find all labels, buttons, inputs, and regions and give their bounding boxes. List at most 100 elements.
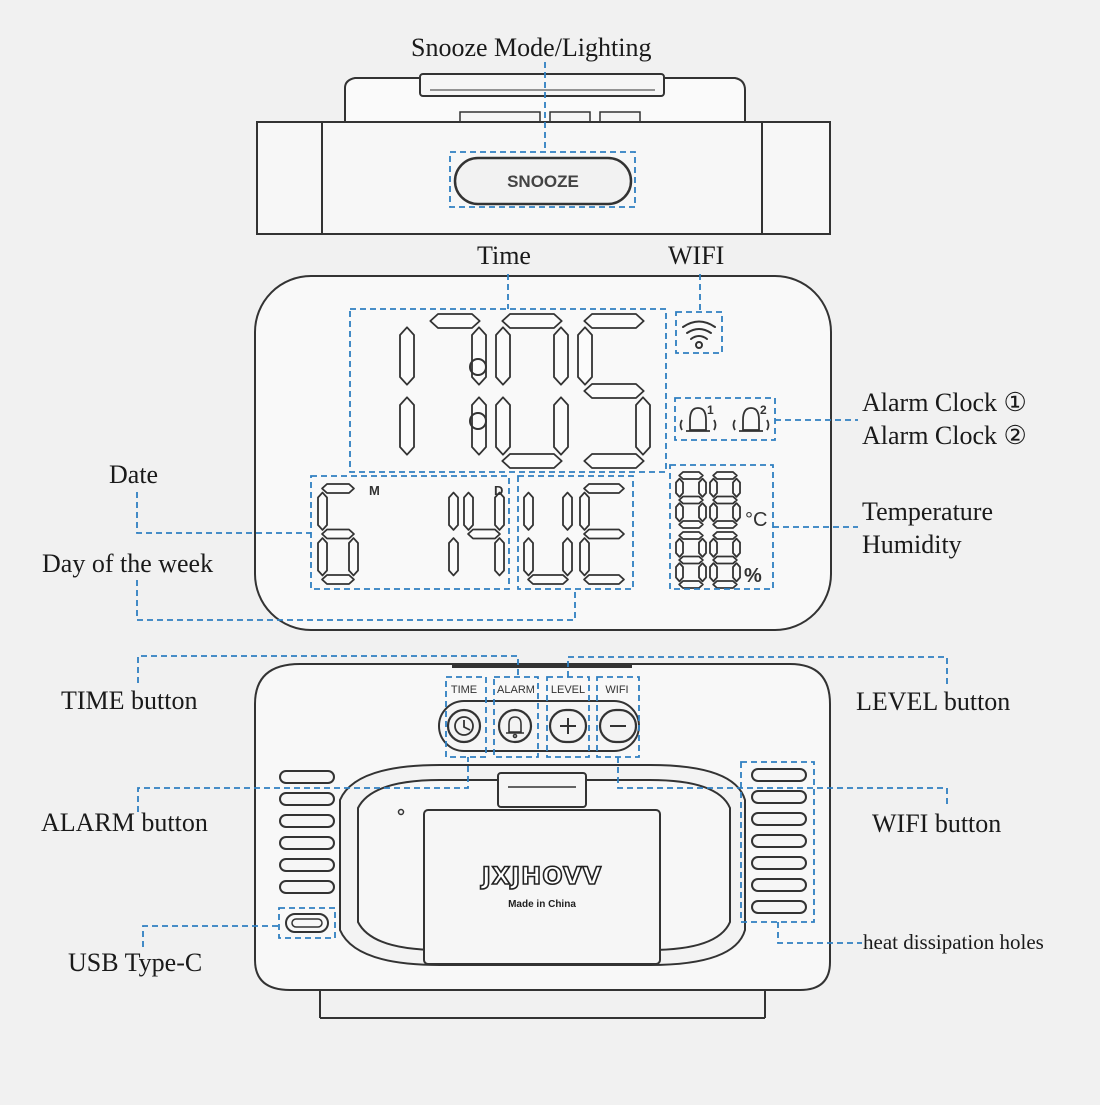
- date-day-digit-0-seg-b: [448, 491, 459, 531]
- time-digit-minute-1-seg-g: [583, 383, 645, 399]
- vent-right-1: [751, 790, 807, 804]
- humidity-digit-1: [709, 531, 741, 589]
- display-body: [254, 275, 832, 631]
- alarm-1-icon: [679, 407, 717, 432]
- vent-right-3: [751, 834, 807, 848]
- vent-right-4: [751, 856, 807, 870]
- callout-wifi-button: WIFI button: [872, 809, 1002, 838]
- top-view: [256, 73, 831, 235]
- time-digit-minute-0-seg-d: [501, 453, 563, 469]
- snooze-label: SNOOZE: [507, 172, 579, 191]
- colon-dot-upper: [469, 358, 487, 376]
- button-label-alarm: ALARM: [497, 684, 535, 696]
- vent-left-5: [279, 880, 335, 894]
- callout-heat-holes: heat dissipation holes: [863, 930, 1044, 954]
- humidity-digit-1-seg-g: [712, 555, 738, 565]
- temperature-digit-1-seg-g: [712, 495, 738, 505]
- wifi-icon: [682, 320, 716, 349]
- button-label-wifi: WIFI: [605, 684, 628, 696]
- temperature-digit-1-seg-e: [709, 502, 718, 523]
- callout-usb-type-c: USB Type-C: [68, 948, 203, 977]
- button-label-level: LEVEL: [551, 684, 585, 696]
- wifi-button[interactable]: [598, 708, 638, 744]
- weekday-char-1-seg-e: [579, 537, 590, 577]
- humidity-unit: %: [744, 565, 762, 587]
- temperature-digit-1-seg-d: [712, 520, 738, 529]
- heat-dissipation-holes: [279, 768, 807, 914]
- weekday-char-0: [523, 491, 573, 585]
- callout-alarm-clock-2: Alarm Clock ②: [862, 421, 1027, 450]
- time-digit-minute-0-seg-a: [501, 313, 563, 329]
- humidity-digit-0-seg-g: [678, 555, 704, 565]
- clock-icon: [454, 716, 474, 736]
- brand-logo: JXJHOVV: [480, 862, 602, 890]
- weekday-char-1-seg-f: [579, 491, 590, 531]
- callout-temperature: Temperature: [862, 497, 993, 526]
- temperature-digit-0-seg-f: [675, 477, 684, 498]
- snooze-button[interactable]: [453, 156, 633, 206]
- humidity-digit-0-seg-b: [698, 537, 707, 558]
- bell-icon: [506, 716, 524, 739]
- vent-left-0: [279, 770, 335, 784]
- time-digit-hour-1: [429, 313, 487, 456]
- vent-right-5: [751, 878, 807, 892]
- time-digit-minute-1-seg-f: [577, 326, 593, 386]
- date-month-digit-0-seg-a: [321, 483, 355, 494]
- usb-c-port[interactable]: [285, 913, 329, 933]
- temperature-digit-1-seg-b: [732, 477, 741, 498]
- temperature-digit-0-seg-e: [675, 502, 684, 523]
- date-day-digit-0-seg-c: [448, 537, 459, 577]
- weekday-char-0-seg-b: [562, 491, 573, 531]
- humidity-digit-1-seg-c: [732, 562, 741, 583]
- callout-date: Date: [109, 460, 159, 489]
- time-button[interactable]: [446, 708, 482, 744]
- level-button[interactable]: [548, 708, 588, 744]
- vent-left-3: [279, 836, 335, 850]
- humidity-digit-1-seg-e: [709, 562, 718, 583]
- callout-wifi: WIFI: [668, 241, 725, 270]
- alarm-2-icon: [732, 407, 770, 432]
- date-day-digit-1-seg-f: [463, 491, 474, 531]
- date-day-digit-1-seg-g: [467, 528, 501, 540]
- callout-alarm-clock-1: Alarm Clock ①: [862, 388, 1027, 417]
- time-digit-minute-1-seg-d: [583, 453, 645, 469]
- time-digit-minute-1-seg-c: [635, 396, 651, 456]
- time-digit-hour-1-seg-c: [471, 396, 487, 456]
- vent-right-0: [751, 768, 807, 782]
- time-digit-minute-0: [495, 313, 569, 469]
- time-digit-hour-0-seg-b: [399, 326, 415, 386]
- time-digit-hour-0: [399, 326, 415, 456]
- humidity-digit-0-seg-c: [698, 562, 707, 583]
- date-month-digit-0: [317, 483, 359, 585]
- date-day-digit-1-seg-b: [494, 491, 505, 531]
- time-digit-minute-1: [577, 313, 651, 469]
- time-digit-hour-1-seg-a: [429, 313, 481, 329]
- temperature-digit-0-seg-d: [678, 520, 704, 529]
- time-digit-hour-1-seg-b: [471, 326, 487, 386]
- weekday-char-1-seg-g: [583, 528, 625, 540]
- date-day-digit-1: [463, 491, 505, 577]
- time-digit-minute-0-seg-e: [495, 396, 511, 456]
- callout-level-button: LEVEL button: [856, 687, 1011, 716]
- callout-time-button: TIME button: [61, 686, 198, 715]
- callout-time: Time: [477, 241, 531, 270]
- date-month-digit-0-seg-f: [317, 491, 328, 531]
- back-view: [254, 663, 831, 1019]
- alarm-button[interactable]: [497, 708, 533, 744]
- callout-humidity: Humidity: [862, 530, 962, 559]
- weekday-char-0-seg-c: [562, 537, 573, 577]
- date-day-digit-1-seg-c: [494, 537, 505, 577]
- temperature-digit-0-seg-a: [678, 471, 704, 480]
- humidity-digit-0-seg-a: [678, 531, 704, 540]
- humidity-digit-1-seg-d: [712, 580, 738, 589]
- day-marker: D: [494, 483, 503, 498]
- weekday-char-0-seg-d: [527, 574, 569, 585]
- temperature-digit-0-seg-b: [698, 477, 707, 498]
- time-digit-minute-1-seg-a: [583, 313, 645, 329]
- weekday-char-1-seg-d: [583, 574, 625, 585]
- time-digits: [399, 313, 651, 469]
- humidity-digit-1-seg-a: [712, 531, 738, 540]
- alarm-1-index: 1: [707, 403, 714, 417]
